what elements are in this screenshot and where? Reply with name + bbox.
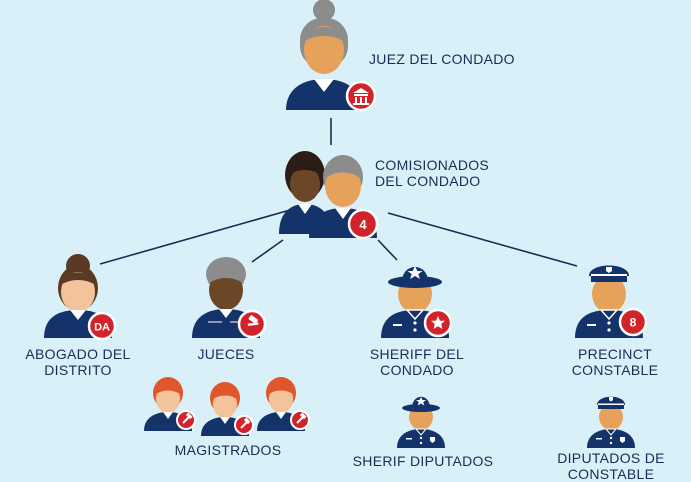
- precinct-constable-label: PRECINCT CONSTABLE: [550, 346, 680, 378]
- commissioners-label-line1: COMISIONADOS: [375, 157, 490, 173]
- connector-to-district-attorney: [99, 209, 291, 265]
- precinct-constable-label-line2: CONSTABLE: [571, 362, 659, 378]
- precinct-constable-label-line1: PRECINCT: [578, 346, 652, 362]
- gavel-icon: [176, 410, 196, 430]
- constable-count: 8: [630, 316, 637, 330]
- district-attorney-badge-text: DA: [94, 322, 110, 334]
- connector-lines: [99, 118, 578, 267]
- sheriff-label-line2: CONDADO: [380, 362, 454, 378]
- constable-deputy-avatar: [587, 396, 635, 448]
- commissioners-count: 4: [359, 217, 367, 232]
- shield-icon: [620, 437, 625, 443]
- gavel-icon: [237, 309, 267, 339]
- connector-to-constable: [387, 212, 578, 267]
- commissioners-label: COMISIONADOS DEL CONDADO: [375, 157, 489, 189]
- sheriff-label: SHERIFF DEL CONDADO: [352, 346, 482, 378]
- commissioners-label-line2: DEL CONDADO: [375, 173, 481, 189]
- sheriff-deputy-avatar: [397, 396, 445, 448]
- gavel-icon: [290, 410, 310, 430]
- connector-to-judges: [251, 239, 284, 263]
- judges-label: JUECES: [197, 346, 255, 362]
- magistrates-label: MAGISTRADOS: [174, 442, 282, 458]
- sheriff-deputies-label: SHERIF DIPUTADOS: [352, 453, 494, 469]
- sheriff-label-line1: SHERIFF DEL: [369, 346, 465, 362]
- county-judge-label: JUEZ DEL CONDADO: [369, 51, 515, 67]
- district-attorney-label-line2: DISTRITO: [44, 362, 112, 378]
- magistrates-group: [144, 377, 310, 436]
- connector-to-sheriff: [377, 239, 398, 261]
- constable-deputies-label-line1: DIPUTADOS DE: [557, 450, 665, 466]
- district-attorney-badge: DA: [87, 311, 117, 341]
- constable-count-badge: 8: [618, 307, 648, 337]
- gavel-icon: [234, 415, 254, 435]
- star-icon: [423, 308, 453, 338]
- constable-deputies-label-line2: CONSTABLE: [567, 466, 655, 482]
- commissioner-avatar-1: [279, 151, 331, 234]
- constable-deputies-label: DIPUTADOS DE CONSTABLE: [541, 450, 681, 482]
- courthouse-icon: [345, 80, 377, 112]
- district-attorney-label-line1: ABOGADO DEL: [25, 346, 131, 362]
- district-attorney-label: ABOGADO DEL DISTRITO: [8, 346, 148, 378]
- commissioners-count-badge: 4: [347, 208, 379, 240]
- county-judge-avatar: [286, 0, 362, 110]
